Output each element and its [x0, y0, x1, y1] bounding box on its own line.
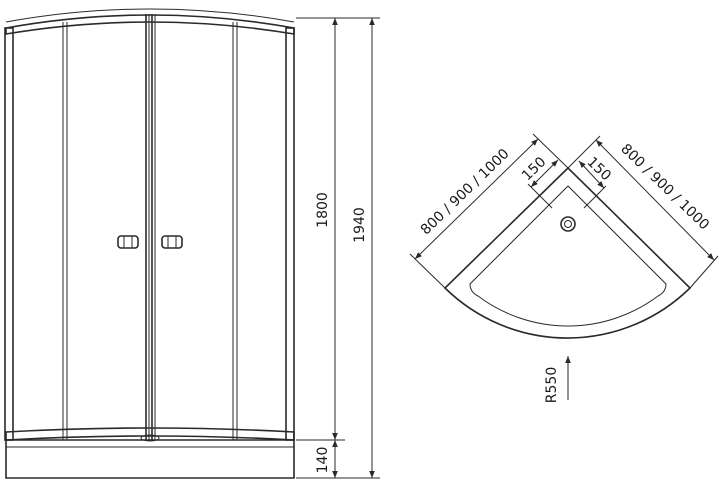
left-handle [117, 235, 139, 249]
dim-drain-left: 150 [519, 154, 549, 184]
shower-tray [5, 439, 295, 479]
drain [140, 434, 160, 442]
dim-line-drain-right [578, 160, 605, 189]
dim-line-drain-left [530, 159, 559, 188]
dim-radius: R550 [544, 367, 560, 403]
dim-line-right-side [595, 139, 715, 261]
dim-left-side: 800 / 900 / 1000 [418, 146, 513, 238]
top-frame [5, 14, 295, 35]
dim-drain-right: 150 [584, 154, 614, 184]
height-dimensions: 1800 140 1940 [296, 17, 380, 479]
tray-outline [443, 166, 692, 339]
right-profile [285, 27, 295, 441]
dim-line-left-side [414, 138, 539, 260]
plan-drain [560, 216, 576, 232]
dim-1800: 1800 [315, 192, 331, 228]
dim-right-side: 800 / 900 / 1000 [617, 141, 712, 233]
right-handle [161, 235, 183, 249]
dim-1940: 1940 [352, 207, 368, 243]
dim-140: 140 [315, 447, 331, 474]
plan-view: 800 / 900 / 1000 800 / 900 / 1000 150 15… [409, 133, 719, 403]
front-view [4, 8, 295, 479]
tray-basin [469, 185, 667, 327]
bottom-frame [5, 427, 295, 441]
left-profile [4, 27, 14, 441]
